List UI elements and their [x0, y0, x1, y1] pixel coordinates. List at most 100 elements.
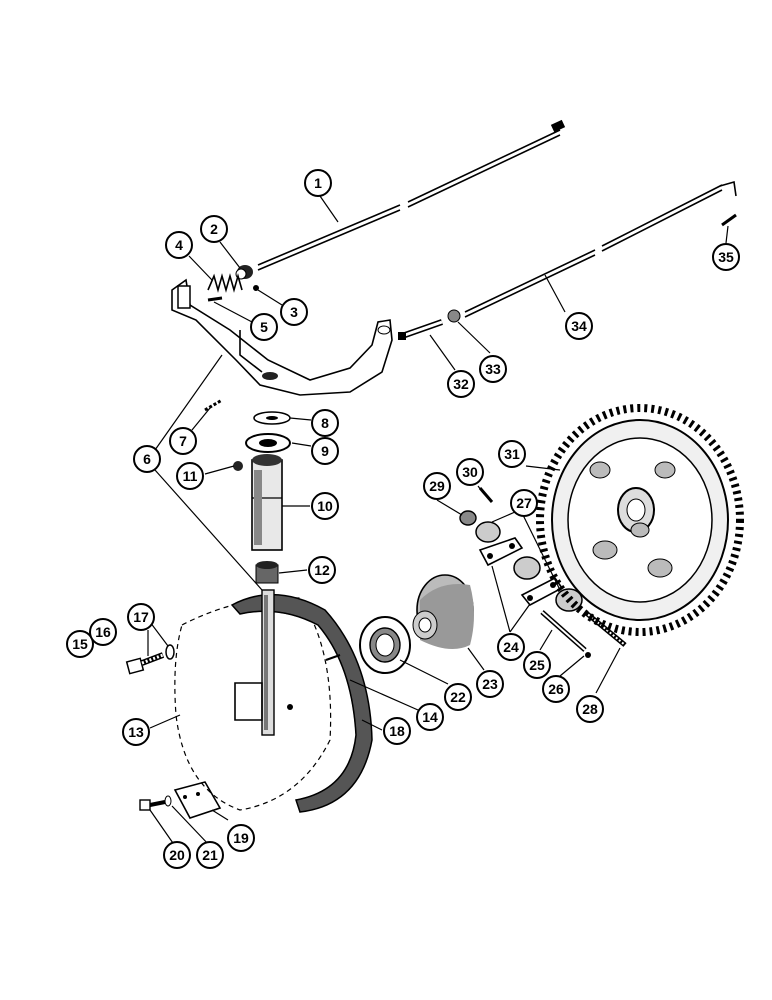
part-roller-27b — [513, 556, 541, 580]
svg-text:19: 19 — [233, 830, 249, 846]
callout-2: 2 — [200, 215, 228, 243]
part-bushing-12 — [255, 561, 279, 584]
svg-text:9: 9 — [321, 443, 329, 459]
svg-text:18: 18 — [389, 723, 405, 739]
callout-28: 28 — [576, 695, 604, 723]
callout-16: 16 — [89, 618, 117, 646]
part-shaft-14 — [234, 589, 341, 736]
part-rod-1 — [257, 119, 566, 271]
part-friction-disc-18 — [230, 593, 373, 813]
svg-text:15: 15 — [72, 636, 88, 652]
callout-21: 21 — [196, 841, 224, 869]
part-nut-11 — [233, 461, 243, 471]
svg-text:6: 6 — [143, 451, 151, 467]
leader-lines — [147, 195, 729, 847]
svg-text:21: 21 — [202, 847, 218, 863]
callout-5: 5 — [250, 313, 278, 341]
svg-text:2: 2 — [210, 221, 218, 237]
svg-text:12: 12 — [314, 562, 330, 578]
callout-3: 3 — [280, 298, 308, 326]
callout-8: 8 — [311, 409, 339, 437]
callout-7: 7 — [169, 427, 197, 455]
part-link-24a — [478, 537, 524, 567]
callout-11: 11 — [176, 462, 204, 490]
svg-text:26: 26 — [548, 681, 564, 697]
svg-text:35: 35 — [718, 249, 734, 265]
svg-text:30: 30 — [462, 464, 478, 480]
part-screw-20 — [139, 795, 172, 811]
callout-18: 18 — [383, 717, 411, 745]
part-nut-29 — [459, 510, 477, 526]
svg-text:8: 8 — [321, 415, 329, 431]
part-sleeve-10 — [251, 454, 283, 551]
svg-text:22: 22 — [450, 689, 466, 705]
part-roller-27a — [475, 521, 501, 543]
part-bearing-22 — [359, 616, 411, 674]
svg-text:14: 14 — [422, 709, 438, 725]
svg-text:20: 20 — [169, 847, 185, 863]
part-washer-9 — [245, 433, 291, 453]
part-bolt-32 — [398, 319, 443, 340]
callout-20: 20 — [163, 841, 191, 869]
callout-15: 15 — [66, 630, 94, 658]
callout-34: 34 — [565, 312, 593, 340]
callout-14: 14 — [416, 703, 444, 731]
part-spring-4 — [207, 273, 243, 293]
callout-35: 35 — [712, 243, 740, 271]
callout-27: 27 — [510, 489, 538, 517]
callout-31: 31 — [498, 440, 526, 468]
svg-text:13: 13 — [128, 724, 144, 740]
svg-text:11: 11 — [183, 468, 198, 484]
callout-9: 9 — [311, 437, 339, 465]
svg-text:29: 29 — [429, 478, 445, 494]
callout-30: 30 — [456, 458, 484, 486]
callout-22: 22 — [444, 683, 472, 711]
svg-text:31: 31 — [504, 446, 520, 462]
callout-29: 29 — [423, 472, 451, 500]
callout-25: 25 — [523, 651, 551, 679]
svg-text:16: 16 — [95, 624, 111, 640]
part-pin-25 — [540, 610, 591, 658]
part-hub-23 — [412, 574, 474, 649]
callout-12: 12 — [308, 556, 336, 584]
svg-text:5: 5 — [260, 319, 268, 335]
part-rod-34 — [464, 180, 737, 318]
callout-4: 4 — [165, 231, 193, 259]
part-nut-33 — [447, 309, 461, 323]
callout-32: 32 — [447, 370, 475, 398]
callout-10: 10 — [311, 492, 339, 520]
part-clutch-housing-13 — [174, 597, 332, 811]
svg-text:27: 27 — [516, 495, 532, 511]
part-bushing-2 — [235, 265, 253, 280]
svg-text:33: 33 — [485, 361, 501, 377]
callout-19: 19 — [227, 824, 255, 852]
callout-23: 23 — [476, 670, 504, 698]
part-pin-35 — [721, 213, 737, 227]
part-clip-5 — [207, 296, 223, 302]
callout-17: 17 — [127, 603, 155, 631]
svg-text:3: 3 — [290, 304, 298, 320]
svg-text:28: 28 — [582, 701, 598, 717]
svg-text:4: 4 — [175, 237, 183, 253]
callout-6: 6 — [133, 445, 161, 473]
svg-text:34: 34 — [571, 318, 587, 334]
svg-text:25: 25 — [529, 657, 545, 673]
part-ring-3 — [253, 285, 259, 291]
svg-text:32: 32 — [453, 376, 469, 392]
svg-text:1: 1 — [314, 175, 322, 191]
svg-text:23: 23 — [482, 676, 498, 692]
part-plate-19 — [173, 781, 222, 819]
callout-1: 1 — [304, 169, 332, 197]
part-washer-8 — [253, 411, 291, 425]
callout-33: 33 — [479, 355, 507, 383]
callout-26: 26 — [542, 675, 570, 703]
svg-text:24: 24 — [503, 639, 519, 655]
callout-13: 13 — [122, 718, 150, 746]
callout-24: 24 — [497, 633, 525, 661]
part-pin-7 — [204, 398, 223, 412]
part-bolt-15 — [125, 644, 175, 675]
svg-text:17: 17 — [133, 609, 149, 625]
part-lever-6 — [171, 278, 393, 396]
svg-text:7: 7 — [179, 433, 187, 449]
